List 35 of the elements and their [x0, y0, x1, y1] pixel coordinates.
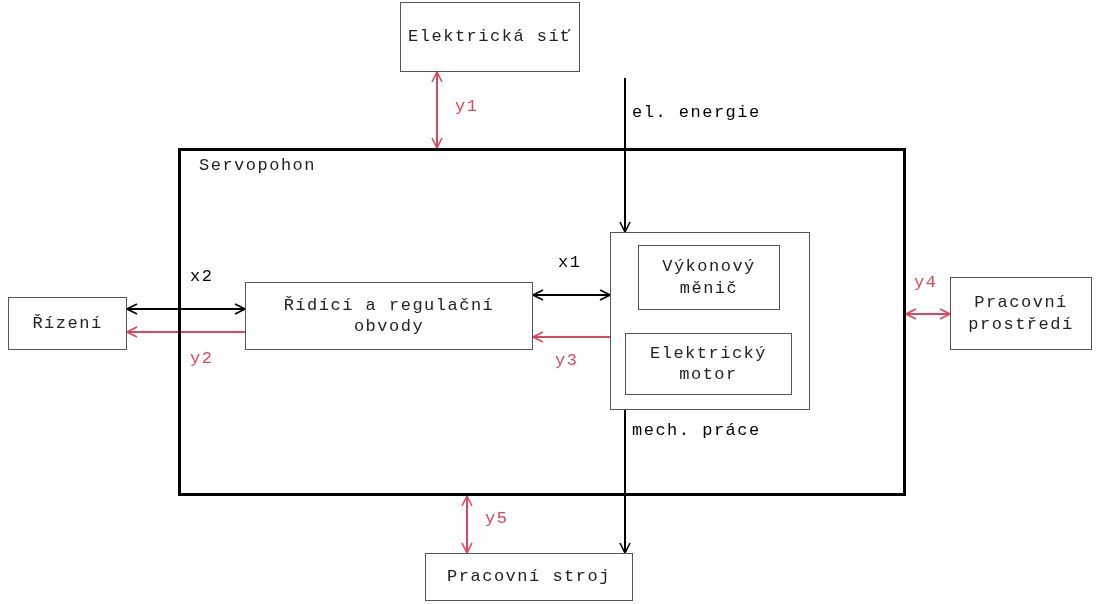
block-box	[8, 297, 127, 350]
block-box	[625, 333, 792, 395]
arrow	[532, 331, 611, 343]
edge-label: y2	[190, 348, 214, 370]
edge-label: y5	[485, 508, 509, 530]
group-box	[610, 232, 810, 410]
block-label: Řídící a regulační obvody	[282, 294, 496, 338]
arrow	[619, 409, 631, 554]
edge-label: y3	[555, 350, 579, 372]
edge-label: el. energie	[632, 102, 761, 124]
block-box	[950, 277, 1092, 350]
double-arrow	[461, 495, 473, 554]
block-box	[638, 245, 780, 310]
block-label: Elektrická síť	[407, 26, 573, 48]
block-label: Výkonový měnič	[661, 256, 757, 299]
edge-label: mech. práce	[632, 420, 761, 442]
system-boundary	[178, 148, 906, 496]
block-box	[400, 2, 580, 72]
edge-label: x1	[558, 252, 582, 274]
arrow	[126, 326, 246, 338]
double-arrow	[126, 303, 246, 315]
block-label: Pracovní stroj	[446, 566, 612, 588]
block-box	[245, 282, 533, 350]
edge-label: x2	[190, 266, 214, 288]
block-box	[425, 553, 633, 601]
edge-label: y4	[914, 272, 938, 294]
double-arrow	[905, 308, 951, 320]
arrow	[619, 77, 631, 233]
block-label: Řízení	[31, 312, 104, 335]
block-label: Pracovní prostředí	[967, 292, 1075, 335]
double-arrow	[532, 289, 611, 301]
system-title: Servopohon	[199, 155, 317, 177]
edge-label: y1	[455, 96, 479, 118]
double-arrow	[431, 71, 443, 149]
block-label: Elektrický motor	[649, 342, 768, 386]
